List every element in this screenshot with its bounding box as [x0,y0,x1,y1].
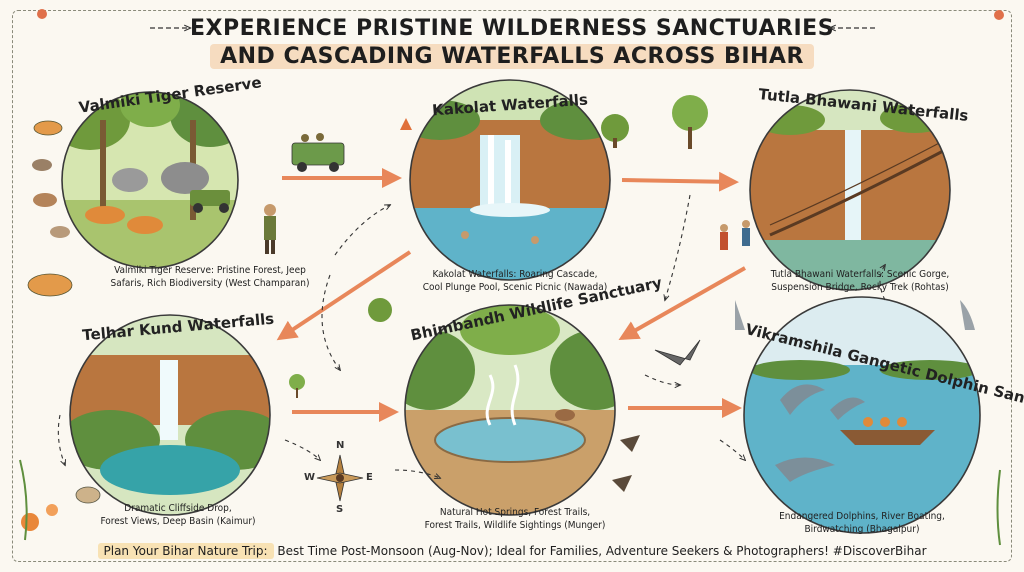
jeep-decoration [291,133,345,172]
footer-text: Best Time Post-Monsoon (Aug-Nov); Ideal … [273,544,927,558]
footer-tip: Plan Your Bihar Nature Trip: Best Time P… [0,543,1024,559]
desc-valmiki-line2: Safaris, Rich Biodiversity (West Champar… [110,278,310,289]
flow-arrow-kakolat-to-telhar [276,250,412,341]
compass-north: N [336,440,345,451]
tiger-decoration [27,120,73,297]
desc-vikramshila-line1: Endangered Dolphins, River Boating, [779,511,945,522]
bird-decoration [612,300,975,492]
desc-bhimbandh: Natural Hot Springs, Forest Trails, Fore… [400,506,630,532]
ranger-figure [264,204,276,254]
desc-telhar-line1: Dramatic Cliffside Drop, [124,503,232,514]
rock-decoration [75,486,101,504]
compass-south: S [336,504,344,515]
desc-vikramshila: Endangered Dolphins, River Boating, Bird… [752,510,972,536]
compass-rose-icon [316,454,364,502]
desc-vikramshila-line2: Birdwatching (Bhagalpur) [804,524,920,535]
desc-tutla-line1: Tutla Bhawani Waterfalls: Scenic Gorge, [770,269,950,280]
flower-decoration [19,9,1004,546]
tree-decoration [289,95,708,398]
desc-kakolat: Kakolat Waterfalls: Roaring Cascade, Coo… [400,268,630,294]
desc-kakolat-line2: Cool Plunge Pool, Scenic Picnic (Nawada) [422,282,608,293]
telhar-kund-illustration [69,314,271,516]
bhimbandh-hot-springs-illustration [404,304,616,516]
desc-valmiki-line1: Valmiki Tiger Reserve: Pristine Forest, … [114,265,306,276]
compass-west: W [304,472,316,483]
desc-telhar: Dramatic Cliffside Drop, Forest Views, D… [88,502,268,528]
flow-arrow-tutla-to-bhimbandh [618,266,746,340]
desc-bhimbandh-line2: Forest Trails, Wildlife Sightings (Munge… [424,520,606,531]
title-line-2: AND CASCADING WATERFALLS ACROSS BIHAR [0,44,1024,69]
desc-tutla: Tutla Bhawani Waterfalls: Scenic Gorge, … [745,268,975,294]
title-line-1: EXPERIENCE PRISTINE WILDERNESS SANCTUARI… [189,16,835,41]
dashed-border [12,10,1012,562]
desc-telhar-line2: Forest Views, Deep Basin (Kaimur) [100,516,256,527]
hikers-decoration [720,220,750,250]
footer-highlight: Plan Your Bihar Nature Trip: [97,543,274,559]
desc-bhimbandh-line1: Natural Hot Springs, Forest Trails, [439,507,591,518]
desc-tutla-line2: Suspension Bridge, Rocky Trek (Rohtas) [771,282,949,293]
tutla-bhawani-illustration [749,89,951,291]
kakolat-waterfall-illustration [409,79,611,281]
flow-arrow-kakolat-to-tutla [621,171,739,192]
dashed-connector-arrows [57,194,885,478]
desc-valmiki: Valmiki Tiger Reserve: Pristine Forest, … [90,264,330,290]
desc-kakolat-line1: Kakolat Waterfalls: Roaring Cascade, [432,269,598,280]
compass-east: E [366,472,373,483]
title-line-2-text: AND CASCADING WATERFALLS ACROSS BIHAR [210,44,814,69]
